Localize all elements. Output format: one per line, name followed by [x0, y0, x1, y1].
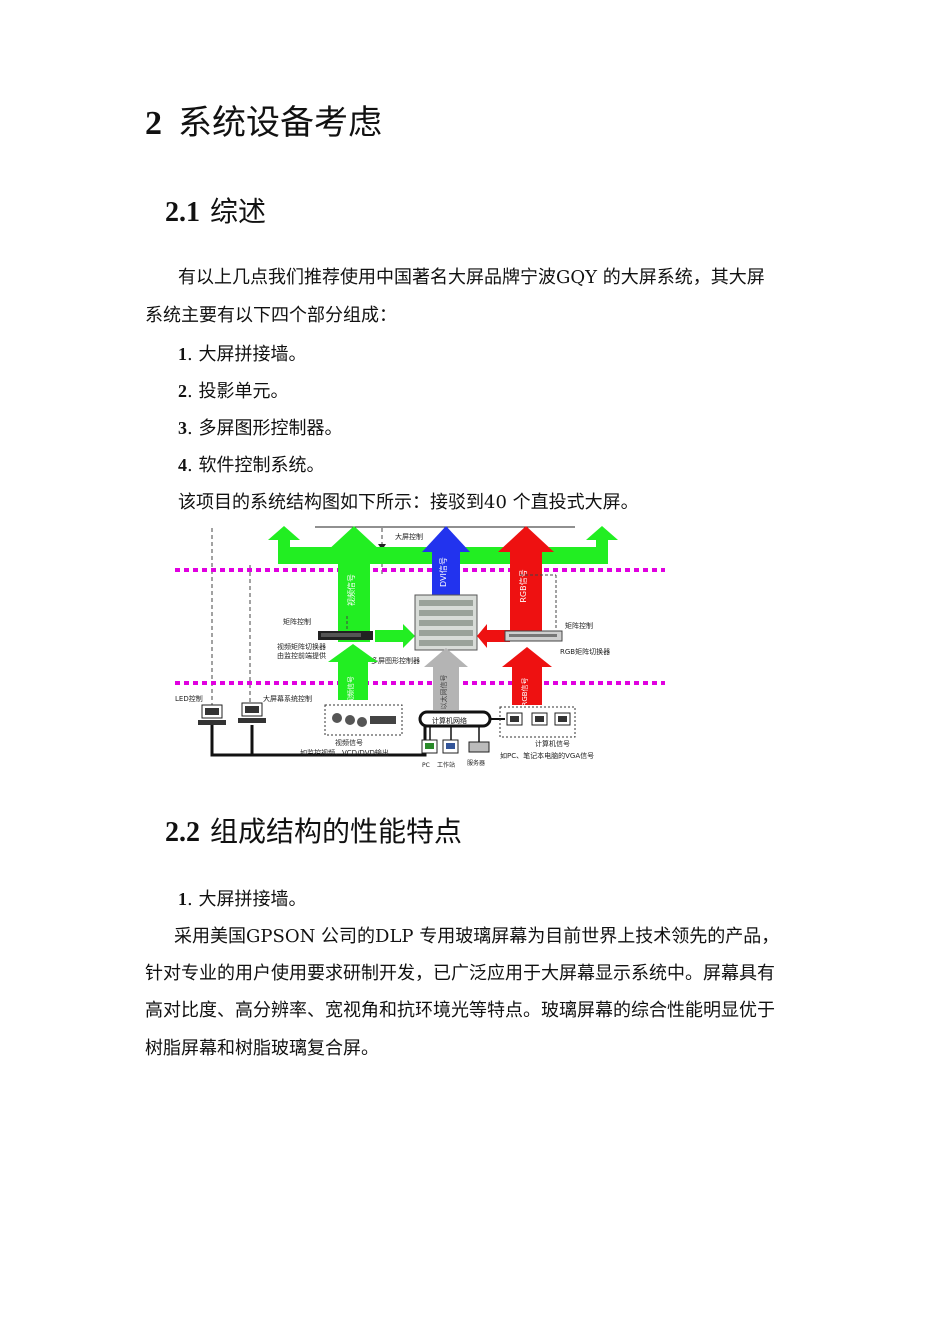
svg-text:DVI信号: DVI信号 [438, 557, 448, 587]
computer-signal-label: 计算机信号 [535, 739, 570, 748]
intro-line-2: 系统主要有以下四个部分组成： [145, 305, 397, 326]
diagram-caption: 该项目的系统结构图如下所示：接驳到40 个直投式大屏。 [178, 492, 639, 513]
para-line-3: 高对比度、高分辨率、宽视角和抗环境光等特点。玻璃屏幕的综合性能明显优于 [145, 1000, 775, 1021]
screen-control-computer [238, 702, 266, 723]
green-video-arrow-low: 视频信号 [328, 644, 378, 704]
para-line-4: 树脂屏幕和树脂玻璃复合屏。 [145, 1038, 379, 1059]
led-control-label: LED控制 [175, 694, 203, 703]
video-signal-sublabel: 如监控视频、VCD/DVD输出 [300, 748, 389, 757]
computer-signal-sublabel: 如PC、笔记本电脑的VGA信号 [500, 751, 594, 760]
pc-device [421, 739, 438, 754]
svg-text:视频信号: 视频信号 [346, 574, 356, 606]
blue-dvi-arrow: DVI信号 [422, 526, 470, 595]
computer-signal-group [499, 706, 576, 738]
section-number: 2 [145, 105, 162, 142]
computer-network-label: 计算机网络 [432, 716, 467, 725]
red-rgb-arrow-low: RGB信号 [502, 647, 552, 707]
video-signal-label: 视频信号 [335, 738, 363, 747]
matrix-control-right-label: 矩阵控制 [565, 621, 593, 630]
server-label: 服务器 [467, 759, 485, 767]
list-item: 1. 大屏拼接墙。 [178, 889, 307, 910]
matrix-control-left-label: 矩阵控制 [283, 617, 311, 626]
subsection-number: 2.2 [165, 817, 200, 848]
list-item: 4. 软件控制系统。 [178, 455, 325, 476]
multi-screen-controller [414, 594, 478, 651]
workstation-device [442, 739, 459, 754]
list-item: 1. 大屏拼接墙。 [178, 344, 307, 365]
controller-label: 多屏图形控制器 [371, 656, 420, 665]
rgb-matrix-switcher [504, 630, 563, 642]
section-title: 系统设备考虑 [178, 103, 382, 143]
para-line-2: 针对专业的用户使用要求研制开发，已广泛应用于大屏幕显示系统中。屏幕具有 [145, 963, 775, 984]
video-matrix-switcher [318, 631, 373, 640]
subsection-number: 2.1 [165, 197, 200, 228]
led-control-computer [198, 704, 226, 725]
list-item: 2. 投影单元。 [178, 381, 289, 402]
green-right-arrow [375, 624, 415, 648]
video-matrix-label: 视频矩阵切换器 [277, 642, 326, 651]
video-signal-group [324, 704, 403, 736]
big-screen-control-label: 大屏控制 [395, 532, 423, 541]
rgb-matrix-label: RGB矩阵切换器 [560, 647, 610, 656]
list-item: 3. 多屏图形控制器。 [178, 418, 343, 439]
system-structure-diagram: 视频信号 DVI信号 RGB信号 矩阵控制 视频矩阵切换器 由监控前端提供 [175, 526, 665, 769]
subsection-title: 组成结构的性能特点 [210, 815, 463, 848]
workstation-label: 工作站 [437, 761, 455, 769]
svg-text:RGB信号: RGB信号 [520, 677, 529, 706]
subsection-title: 综述 [210, 195, 267, 228]
red-rgb-arrow: RGB信号 [498, 526, 554, 635]
subsection-2-1-heading: 2.1 综述 [165, 192, 266, 233]
section-heading: 2 系统设备考虑 [145, 100, 382, 147]
svg-text:RGB信号: RGB信号 [518, 569, 528, 602]
para-line-1: 采用美国GPSON 公司的DLP 专用玻璃屏幕为目前世界上技术领先的产品， [174, 926, 780, 947]
green-video-arrow: 视频信号 [326, 526, 382, 642]
svg-text:以太网信号: 以太网信号 [439, 675, 448, 710]
screen-system-control-label: 大屏幕系统控制 [263, 694, 312, 703]
subsection-2-2-heading: 2.2 组成结构的性能特点 [165, 812, 462, 853]
video-matrix-sublabel: 由监控前端提供 [277, 651, 326, 660]
pc-label: PC [422, 762, 430, 769]
red-left-arrow [477, 624, 510, 648]
intro-line-1: 有以上几点我们推荐使用中国著名大屏品牌宁波GQY 的大屏系统，其大屏 [178, 267, 765, 288]
server-device [468, 741, 490, 753]
grey-network-arrow: 以太网信号 [424, 648, 468, 710]
svg-text:视频信号: 视频信号 [346, 676, 355, 704]
